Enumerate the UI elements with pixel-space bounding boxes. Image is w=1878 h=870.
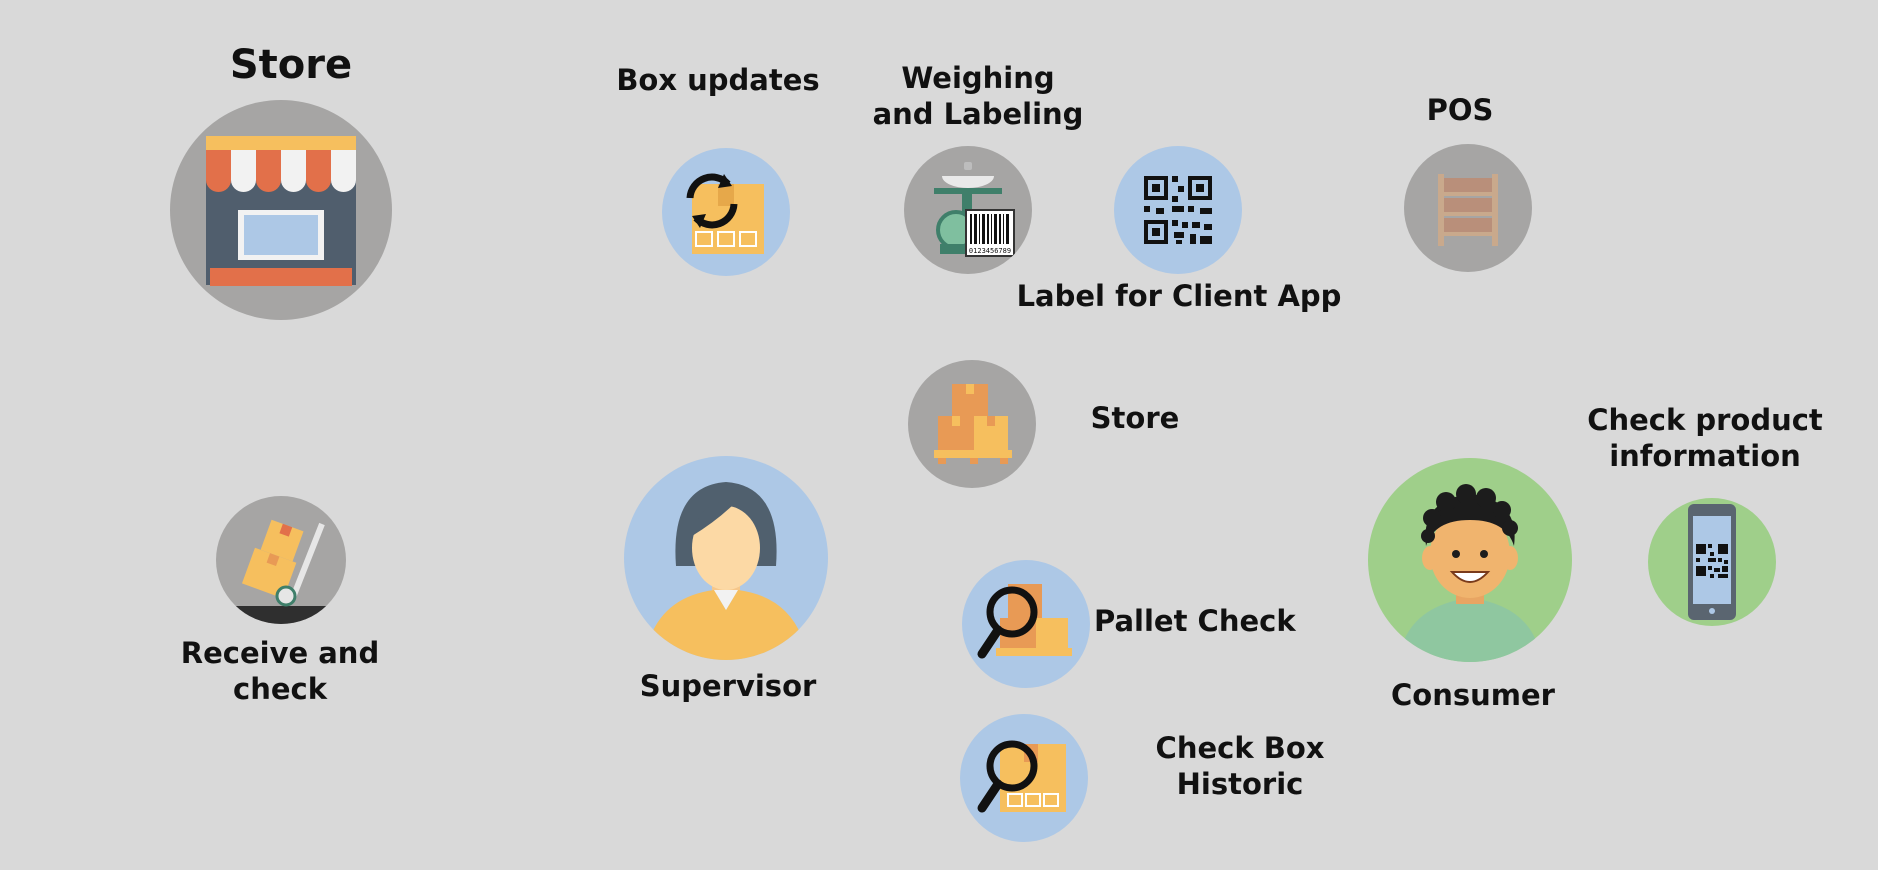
label-client-app-label: Label for Client App bbox=[1016, 279, 1342, 313]
box-search-icon bbox=[960, 714, 1088, 842]
barcode-digits: 0123456789 bbox=[969, 247, 1011, 255]
stacked-boxes-icon bbox=[908, 360, 1036, 488]
store-front-icon bbox=[170, 100, 392, 320]
weighing-labeling-label: Weighing and Labeling bbox=[872, 61, 1084, 132]
store-title: Store bbox=[229, 42, 353, 88]
pos-label: POS bbox=[1426, 93, 1494, 127]
box-updates-label: Box updates bbox=[616, 63, 820, 97]
consumer-avatar-icon bbox=[1368, 458, 1572, 662]
qr-code-icon bbox=[1114, 146, 1242, 274]
phone-qr-icon bbox=[1648, 498, 1776, 626]
scale-barcode-icon: 0123456789 bbox=[904, 146, 1032, 274]
pallet-rack-icon bbox=[1404, 144, 1532, 272]
supervisor-label: Supervisor bbox=[639, 669, 817, 703]
receive-check-label: Receive and check bbox=[180, 636, 380, 707]
consumer-label: Consumer bbox=[1391, 678, 1555, 712]
supervisor-avatar-icon bbox=[624, 456, 828, 660]
check-box-historic-label: Check Box Historic bbox=[1155, 731, 1325, 802]
check-product-info-label: Check product information bbox=[1587, 403, 1823, 474]
store-pallet-label: Store bbox=[1090, 401, 1180, 435]
pallet-check-label: Pallet Check bbox=[1094, 604, 1296, 638]
pallet-search-icon bbox=[962, 560, 1090, 688]
box-sync-icon bbox=[662, 148, 790, 276]
hand-truck-icon bbox=[216, 496, 346, 624]
